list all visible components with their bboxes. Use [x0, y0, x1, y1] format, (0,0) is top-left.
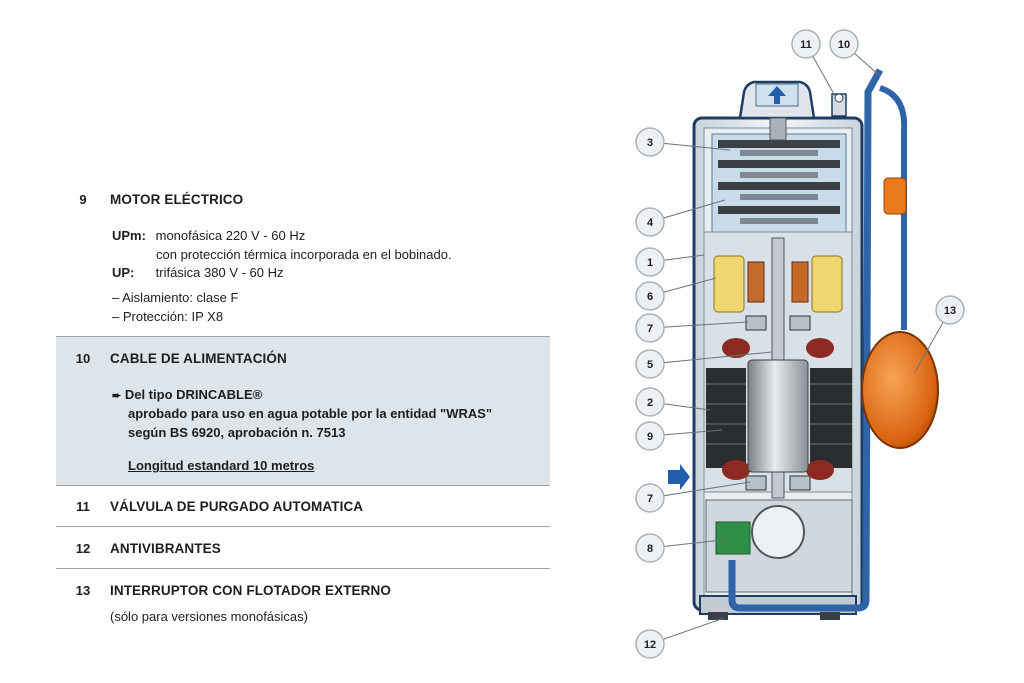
up-label: UP: — [112, 263, 152, 282]
inlet-arrow-icon — [668, 464, 690, 490]
float-clip — [884, 178, 906, 214]
cable-type: Del tipo DRINCABLE® — [125, 387, 262, 402]
cable-type-line: ➨ Del tipo DRINCABLE® — [112, 385, 262, 406]
callout-number: 12 — [644, 639, 656, 651]
section-number: 10 — [56, 351, 110, 366]
section-number: 11 — [56, 499, 110, 514]
callout-number: 9 — [647, 431, 653, 443]
upm-label: UPm: — [112, 226, 152, 245]
cable-standard: según BS 6920, aprobación n. 7513 — [128, 423, 345, 442]
float-note: (sólo para versiones monofásicas) — [110, 607, 308, 626]
up-spec: trifásica 380 V - 60 Hz — [156, 265, 284, 280]
cable-approval: aprobado para uso en agua potable por la… — [128, 404, 492, 423]
callout-number: 2 — [647, 397, 653, 409]
section-valve: 11 VÁLVULA DE PURGADO AUTOMATICA — [56, 496, 550, 527]
section-title: CABLE DE ALIMENTACIÓN — [110, 351, 287, 366]
section-number: 12 — [56, 541, 110, 556]
cable-length: Longitud estandard 10 metros — [128, 456, 314, 475]
pump-cutaway-diagram: 11 10 3 4 1 6 7 5 2 9 7 8 12 13 — [620, 0, 1024, 683]
callout-number: 13 — [944, 305, 956, 317]
insulation-bullet: – Aislamiento: clase F — [112, 288, 238, 307]
float-switch — [862, 332, 938, 448]
callout-number: 4 — [647, 217, 654, 229]
callout-number: 3 — [647, 137, 653, 149]
callout-number: 7 — [647, 323, 653, 335]
section-title: INTERRUPTOR CON FLOTADOR EXTERNO — [110, 583, 391, 598]
section-title: MOTOR ELÉCTRICO — [110, 192, 243, 207]
arrow-bullet-icon: ➨ — [112, 390, 121, 402]
callout-number: 8 — [647, 543, 653, 555]
section-title: ANTIVIBRANTES — [110, 541, 221, 556]
upm-line: UPm: monofásica 220 V - 60 Hz — [112, 226, 305, 245]
up-line: UP: trifásica 380 V - 60 Hz — [112, 263, 284, 282]
section-cable: 10 CABLE DE ALIMENTACIÓN ➨ Del tipo DRIN… — [56, 336, 550, 486]
capacitor-chamber — [706, 500, 852, 592]
protection-bullet: – Protección: IP X8 — [112, 307, 223, 326]
callout-number: 7 — [647, 493, 653, 505]
section-antivibration: 12 ANTIVIBRANTES — [56, 538, 550, 569]
section-motor: 9 MOTOR ELÉCTRICO UPm: monofásica 220 V … — [56, 192, 550, 332]
callout-number: 1 — [647, 257, 653, 269]
section-title: VÁLVULA DE PURGADO AUTOMATICA — [110, 499, 363, 514]
section-number: 13 — [56, 583, 110, 598]
impeller-stages — [712, 118, 846, 232]
section-number: 9 — [56, 192, 110, 207]
upm-spec: monofásica 220 V - 60 Hz — [156, 228, 306, 243]
purge-valve — [832, 94, 846, 116]
callout-number: 5 — [647, 359, 653, 371]
rotor — [748, 360, 808, 472]
callout-number: 6 — [647, 291, 653, 303]
section-float-switch: 13 INTERRUPTOR CON FLOTADOR EXTERNO (sól… — [56, 580, 550, 630]
upm-protection: con protección térmica incorporada en el… — [156, 245, 452, 264]
callout-number: 11 — [800, 39, 812, 51]
callout-number: 10 — [838, 39, 850, 51]
